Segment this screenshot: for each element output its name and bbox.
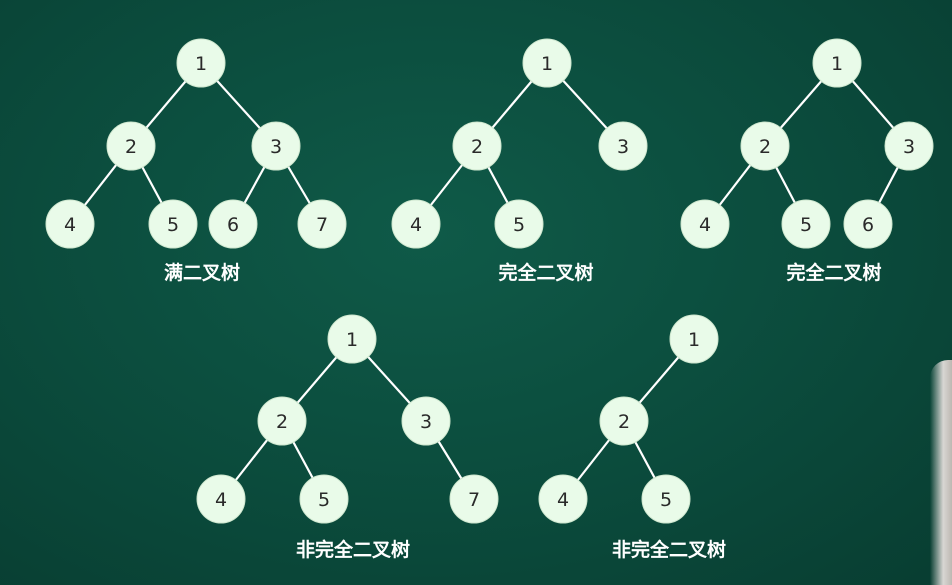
- node-label: 2: [618, 411, 630, 433]
- tree-incomplete-b: 1 2 4 5 非完全二叉树: [538, 314, 726, 561]
- tree-node: 7: [297, 199, 347, 249]
- tree-node: 6: [843, 199, 893, 249]
- tree-node: 5: [148, 199, 198, 249]
- tree-node: 1: [522, 38, 572, 88]
- node-label: 3: [903, 136, 915, 158]
- tree-caption: 满二叉树: [164, 261, 240, 284]
- tree-node: 3: [598, 121, 648, 171]
- tree-node: 2: [452, 121, 502, 171]
- node-label: 2: [471, 136, 483, 158]
- node-label: 5: [318, 489, 330, 511]
- node-label: 6: [862, 214, 874, 236]
- node-label: 2: [125, 136, 137, 158]
- node-label: 1: [541, 53, 553, 75]
- tree-node: 2: [106, 121, 156, 171]
- node-label: 5: [800, 214, 812, 236]
- node-label: 2: [759, 136, 771, 158]
- tree-node: 1: [176, 38, 226, 88]
- tree-node: 5: [641, 474, 691, 524]
- tree-caption: 完全二叉树: [786, 261, 881, 284]
- tree-node: 4: [45, 199, 95, 249]
- tree-node: 7: [449, 474, 499, 524]
- tree-node: 1: [669, 314, 719, 364]
- tree-complete-a: 1 2 3 4 5 完全二叉树: [391, 38, 648, 284]
- tree-incomplete-a: 1 2 3 4 5 7 非完全二叉树: [196, 314, 499, 561]
- tree-node: 3: [401, 396, 451, 446]
- tree-caption: 非完全二叉树: [612, 538, 726, 561]
- tree-caption: 非完全二叉树: [296, 538, 410, 561]
- tree-node: 4: [680, 199, 730, 249]
- tree-node: 3: [251, 121, 301, 171]
- tree-node: 1: [812, 38, 862, 88]
- tree-node: 4: [196, 474, 246, 524]
- tree-node: 5: [781, 199, 831, 249]
- node-label: 4: [215, 489, 227, 511]
- node-label: 1: [195, 53, 207, 75]
- presenter-shoulder: [930, 360, 952, 585]
- tree-complete-b: 1 2 3 4 5 6 完全二叉树: [680, 38, 934, 284]
- node-label: 4: [410, 214, 422, 236]
- node-label: 5: [513, 214, 525, 236]
- tree-node: 5: [494, 199, 544, 249]
- node-label: 3: [420, 411, 432, 433]
- tree-node: 2: [599, 396, 649, 446]
- node-label: 2: [276, 411, 288, 433]
- node-label: 1: [688, 329, 700, 351]
- tree-node: 6: [208, 199, 258, 249]
- tree-node: 2: [257, 396, 307, 446]
- tree-full: 1 2 3 4 5 6 7: [45, 38, 347, 284]
- node-label: 4: [699, 214, 711, 236]
- node-label: 5: [167, 214, 179, 236]
- node-label: 5: [660, 489, 672, 511]
- node-label: 1: [831, 53, 843, 75]
- node-label: 4: [64, 214, 76, 236]
- tree-node: 4: [538, 474, 588, 524]
- node-label: 7: [316, 214, 328, 236]
- node-label: 7: [468, 489, 480, 511]
- node-label: 3: [617, 136, 629, 158]
- node-label: 3: [270, 136, 282, 158]
- tree-caption: 完全二叉树: [498, 261, 593, 284]
- node-label: 4: [557, 489, 569, 511]
- node-label: 6: [227, 214, 239, 236]
- tree-node: 1: [327, 314, 377, 364]
- tree-node: 4: [391, 199, 441, 249]
- tree-node: 3: [884, 121, 934, 171]
- tree-node: 2: [740, 121, 790, 171]
- node-label: 1: [346, 329, 358, 351]
- tree-node: 5: [299, 474, 349, 524]
